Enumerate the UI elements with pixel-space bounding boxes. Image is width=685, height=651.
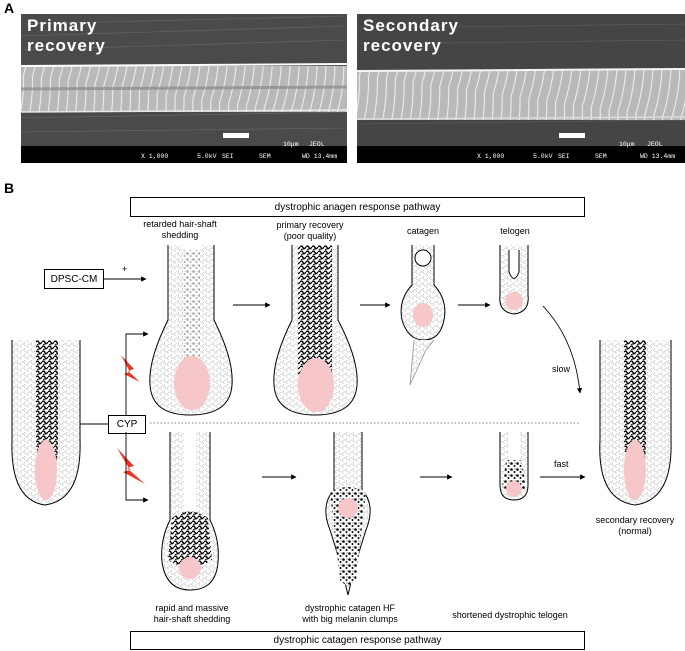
working-distance: WD 13.4mm: [640, 153, 676, 160]
follicle-primary-recovery: [273, 245, 358, 416]
follicle-retarded-shedding: [149, 245, 233, 416]
follicle-telogen: [499, 245, 529, 315]
lightning-icon: [117, 448, 145, 484]
anagen-pathway-box: dystrophic anagen response pathway: [130, 197, 585, 217]
label-catagen: catagen: [406, 226, 440, 236]
catagen-pathway-label: dystrophic catagen response pathway: [273, 635, 442, 646]
sem-info-bar: [357, 146, 685, 163]
slow-label: slow: [552, 364, 571, 374]
magnification: X 1,000: [477, 153, 505, 160]
hair-shaft-secondary-image: [357, 14, 685, 146]
label-telogen: telogen: [500, 226, 530, 236]
cyp-label: CYP: [116, 419, 138, 430]
follicle-catagen: [400, 245, 446, 386]
scale-label: 10μm: [283, 141, 299, 148]
hair-shaft-primary-image: [21, 14, 347, 146]
follicle-shortened-telogen: [499, 432, 529, 501]
sem-image-secondary: Secondary recovery 10μm JEOL X 1,000 5.0…: [357, 14, 685, 163]
scale-bar: [559, 133, 585, 138]
lightning-icon: [121, 355, 140, 382]
vendor-label: JEOL: [647, 141, 663, 148]
voltage: 5.0kV: [197, 153, 217, 160]
fast-label: fast: [554, 459, 569, 469]
cyp-box: CYP: [108, 415, 146, 434]
scale-bar: [223, 133, 249, 138]
detector: SEI: [222, 153, 234, 160]
follicle-secondary-recovery: [599, 340, 672, 506]
panel-a-label: A: [4, 0, 15, 16]
mode: SEM: [259, 153, 271, 160]
panel-b-label: B: [4, 180, 15, 196]
cyp-branch-arrows: [80, 276, 586, 503]
label-secondary-recovery: secondary recovery(normal): [595, 515, 675, 536]
catagen-pathway-box: dystrophic catagen response pathway: [130, 631, 585, 650]
label-primary-recovery: primary recovery(poor quality): [276, 220, 344, 241]
working-distance: WD 13.4mm: [302, 153, 338, 160]
sem-image-primary: Primary recovery 10μm JEOL X 1,000 5.0kV…: [21, 14, 347, 163]
voltage: 5.0kV: [533, 153, 553, 160]
scale-label: 10μm: [619, 141, 635, 148]
detector: SEI: [558, 153, 570, 160]
vendor-label: JEOL: [309, 141, 325, 148]
dpsc-cm-label: DPSC-CM: [50, 273, 98, 285]
anagen-pathway-label: dystrophic anagen response pathway: [274, 201, 441, 213]
plus-sign: +: [122, 264, 128, 274]
magnification: X 1,000: [141, 153, 169, 160]
label-shortened-telogen: shortened dystrophic telogen: [452, 610, 568, 620]
follicle-start: [11, 340, 81, 506]
sem-info-bar: [21, 146, 347, 163]
follicle-dystrophic-catagen: [325, 432, 371, 596]
follicle-rapid-shedding: [161, 432, 219, 591]
mode: SEM: [595, 153, 607, 160]
